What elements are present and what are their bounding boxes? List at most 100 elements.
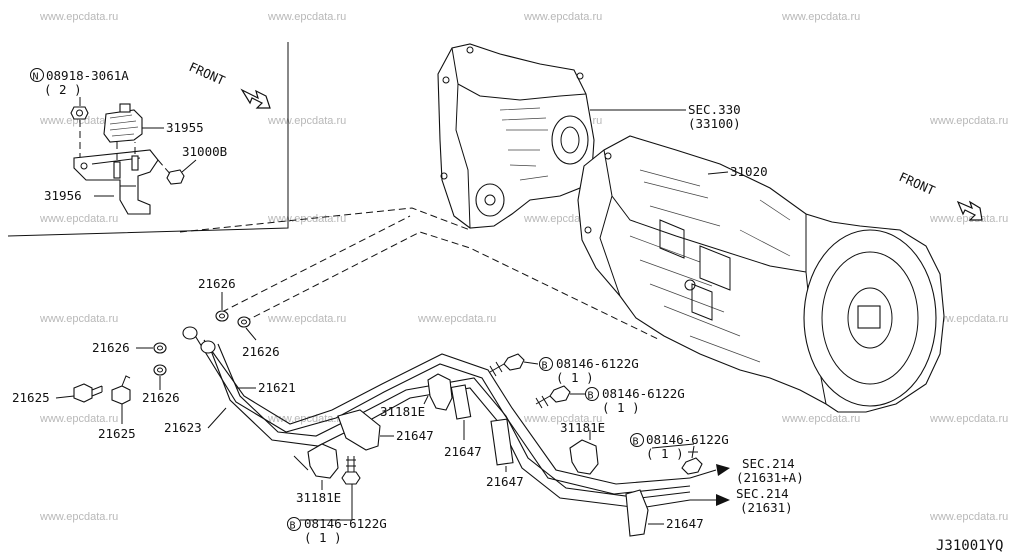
part-label-21626: 21626 <box>142 390 180 405</box>
sec214a-reference: SEC.214 <box>742 456 795 471</box>
tube-clamp-icon <box>307 443 339 479</box>
bolt-shank <box>346 456 356 472</box>
leader-line <box>293 455 309 471</box>
bolt-boss <box>466 46 474 54</box>
nut-icon <box>166 169 185 185</box>
leader-line <box>181 159 197 173</box>
leader-line <box>245 327 257 341</box>
watermark: www.epcdata.ru <box>929 413 1008 425</box>
watermark: www.epcdata.ru <box>929 313 1008 325</box>
watermark: www.epcdata.ru <box>267 115 346 127</box>
tube-clamp-icon <box>427 373 453 411</box>
bolt-shank <box>91 385 103 397</box>
part-label-21647: 21647 <box>666 516 704 531</box>
tube-fitting <box>182 326 198 340</box>
sec330-part: (33100) <box>688 116 741 131</box>
nut-callout-letter: N <box>33 72 39 83</box>
bolt-quantity: ( 1 ) <box>646 446 684 461</box>
bolt-callout-circle <box>630 433 644 447</box>
tube-end <box>689 469 717 479</box>
part-label-21621: 21621 <box>258 380 296 395</box>
part-label-31181e: 31181E <box>560 420 605 435</box>
bolt-callout-circle <box>585 387 599 401</box>
leader-line <box>300 484 353 521</box>
part-label-31000b: 31000B <box>182 144 227 159</box>
nut-icon <box>70 106 89 120</box>
bolt-part-number: 08146-6122G <box>602 386 685 401</box>
nut-part-number: 08918-3061A <box>46 68 129 83</box>
part-label-21626: 21626 <box>92 340 130 355</box>
bolt-head-icon <box>681 457 703 475</box>
bolt-callout-letter: B <box>588 391 594 402</box>
valve-body <box>659 219 731 321</box>
leader-line <box>423 395 429 405</box>
washer-hole <box>219 313 225 319</box>
housing-edge <box>451 47 587 101</box>
front-label: FRONT <box>187 59 228 88</box>
front-arrow-icon <box>240 88 271 109</box>
part-label-21626: 21626 <box>198 276 236 291</box>
front-arrow-icon <box>956 200 983 221</box>
housing-shading <box>499 107 549 181</box>
direction-arrow-icon <box>716 494 730 506</box>
rear-output-hole <box>484 194 496 206</box>
bolt-part-number: 08146-6122G <box>556 356 639 371</box>
watermark: www.epcdata.ru <box>781 11 860 23</box>
tube-fitting <box>200 340 216 354</box>
bolt-boss <box>576 72 584 80</box>
washer-icon <box>153 364 167 376</box>
sec214a-part: (21631+A) <box>736 470 804 485</box>
bolt-boss <box>442 76 450 84</box>
washer-icon <box>215 310 229 322</box>
nut-quantity: ( 2 ) <box>44 82 82 97</box>
washer-icon <box>153 342 167 354</box>
torque-converter-hub <box>847 287 893 349</box>
watermark: www.epcdata.ru <box>39 511 118 523</box>
watermark: www.epcdata.ru <box>267 11 346 23</box>
washer-hole <box>241 319 247 325</box>
tube-bracket-icon <box>490 418 514 466</box>
watermark: www.epcdata.ru <box>39 413 118 425</box>
watermark: www.epcdata.ru <box>267 313 346 325</box>
bolt-quantity: ( 1 ) <box>602 400 640 415</box>
bolt-callout-letter: B <box>542 361 548 372</box>
leader-line <box>207 407 227 429</box>
automatic-transmission: 31020 FRONT <box>577 135 983 413</box>
bolt-callout-circle <box>539 357 553 371</box>
direction-arrow-icon <box>716 464 730 476</box>
front-label: FRONT <box>897 169 938 198</box>
case-ribbing <box>629 169 791 363</box>
part-label-31181e: 31181E <box>296 490 341 505</box>
part-label-31181e: 31181E <box>380 404 425 419</box>
washer-hole <box>157 345 163 351</box>
rear-output <box>475 183 505 217</box>
sec214b-part: (21631) <box>740 500 793 515</box>
part-label-21625: 21625 <box>12 390 50 405</box>
part-label-21647: 21647 <box>486 474 524 489</box>
output-flange <box>551 115 589 165</box>
tube-bracket-icon <box>450 384 472 420</box>
nut-callout-circle <box>30 68 44 82</box>
bolt-callout-letter: B <box>633 437 639 448</box>
watermark: www.epcdata.ru <box>523 11 602 23</box>
watermark: www.epcdata.ru <box>39 115 118 127</box>
connection-line <box>243 231 661 341</box>
bolt-shank <box>688 445 698 459</box>
transmission-part-label: 31020 <box>730 164 768 179</box>
sec214b-reference: SEC.214 <box>736 486 789 501</box>
bolt-boss <box>440 172 448 180</box>
output-flange-inner <box>560 126 580 154</box>
watermark: www.epcdata.ru <box>929 213 1008 225</box>
tube-bracket-icon <box>337 409 381 451</box>
bracket-hole <box>80 162 88 170</box>
oil-tube-inner <box>203 339 691 485</box>
front-indicator: FRONT <box>187 59 271 109</box>
case-edge <box>599 195 621 297</box>
tube-clamp-icon <box>569 439 599 475</box>
leader-line <box>55 395 75 399</box>
washer-hole <box>157 367 163 373</box>
bolt-part-number: 08146-6122G <box>304 516 387 531</box>
watermark: www.epcdata.ru <box>929 115 1008 127</box>
watermark: www.epcdata.ru <box>39 313 118 325</box>
